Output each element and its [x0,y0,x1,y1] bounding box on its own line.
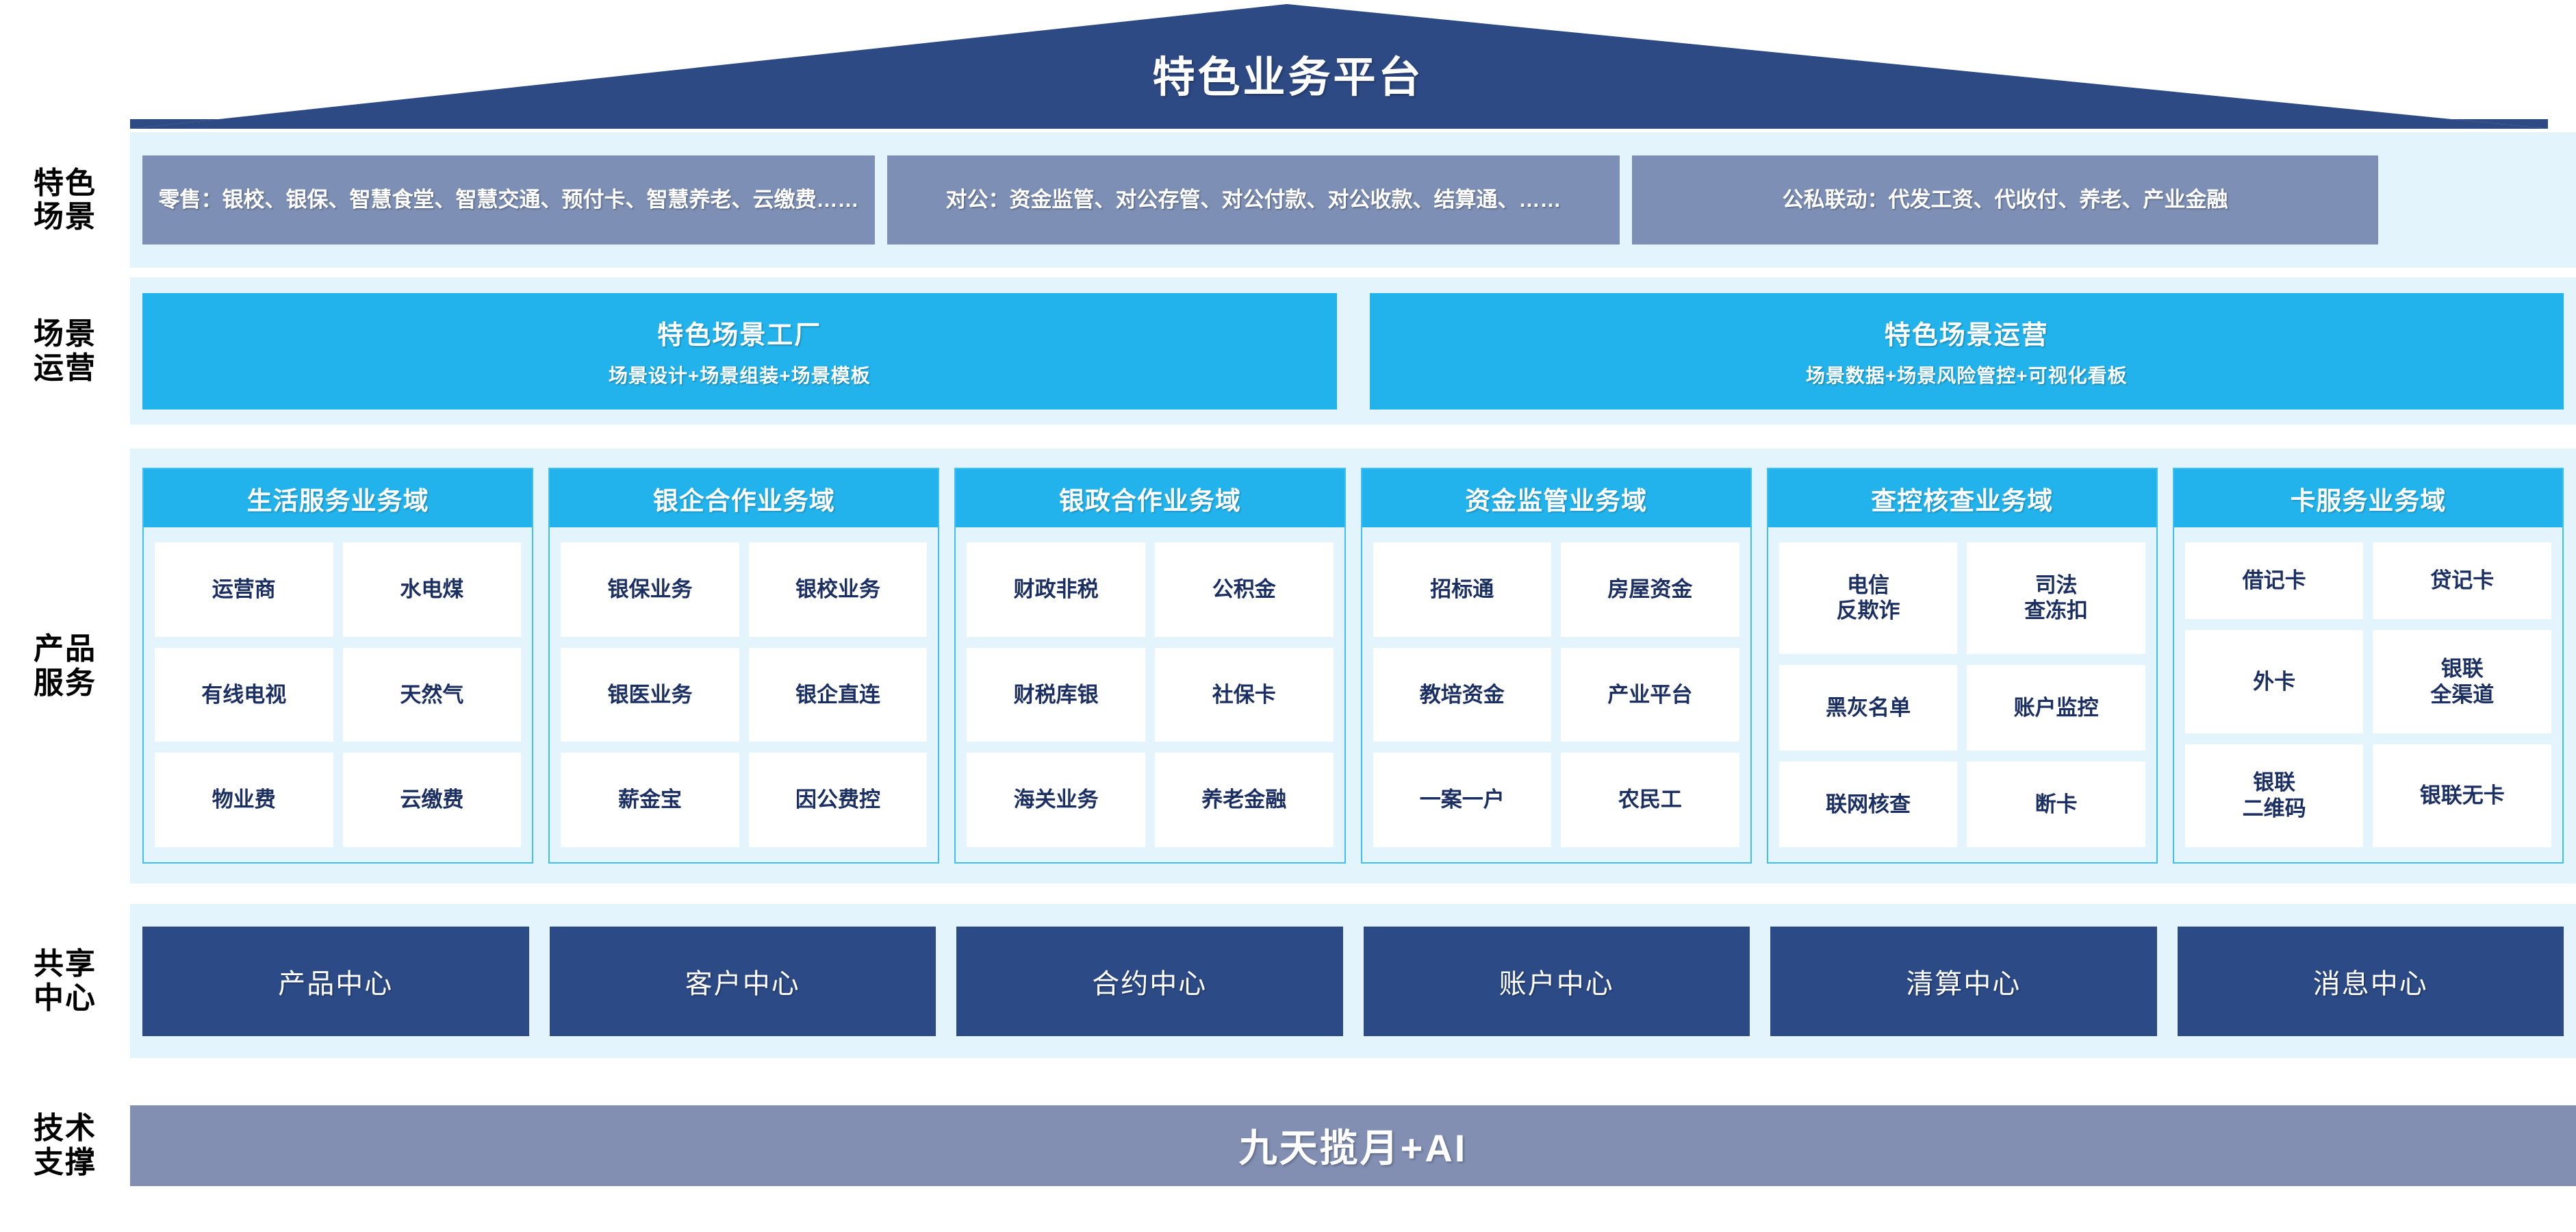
row-label-scenario-line1: 特色 [34,166,97,200]
row-label-tech: 技术 支撑 [0,1089,130,1202]
product-tile[interactable]: 银校业务 [748,542,928,637]
product-tile-grid: 借记卡贷记卡外卡银联全渠道银联二维码银联无卡 [2174,527,2562,862]
operation-band: 特色场景工厂 场景设计+场景组装+场景模板 特色场景运营 场景数据+场景风险管控… [130,277,2576,425]
product-tile-grid: 银保业务银校业务银医业务银企直连薪金宝因公费控 [550,527,938,862]
product-tile[interactable]: 银保业务 [561,542,739,637]
product-tile[interactable]: 电信反欺诈 [1778,542,1958,654]
platform-roof: 特色业务平台 [0,0,2576,130]
product-tile[interactable]: 公积金 [1154,542,1334,637]
product-tile[interactable]: 云缴费 [342,753,522,847]
product-card[interactable]: 查控核查业务域电信反欺诈司法查冻扣黑灰名单账户监控联网核查断卡 [1766,468,2158,864]
product-tile-grid: 招标通房屋资金教培资金产业平台一案一户农民工 [1362,527,1750,862]
shared-center-box[interactable]: 清算中心 [1770,926,2157,1036]
row-label-shared: 共享 中心 [0,904,130,1058]
product-tile[interactable]: 产业平台 [1561,647,1739,742]
product-card-title: 卡服务业务域 [2173,469,2563,527]
product-card-title: 资金监管业务域 [1362,469,1750,527]
tech-band: 九天揽月+AI [130,1089,2576,1202]
roof-shape [130,4,2548,129]
product-card[interactable]: 银政合作业务域财政非税公积金财税库银社保卡海关业务养老金融 [954,468,1346,864]
product-card-title: 生活服务业务域 [144,469,533,527]
product-tile[interactable]: 断卡 [1967,761,2145,847]
product-tile[interactable]: 银医业务 [561,647,739,742]
product-tile[interactable]: 黑灰名单 [1778,664,1958,751]
row-label-operation-line2: 运营 [34,351,97,385]
row-label-tech-line2: 支撑 [34,1145,97,1179]
product-tile[interactable]: 招标通 [1373,542,1552,637]
product-tile[interactable]: 贷记卡 [2373,542,2552,620]
product-tile[interactable]: 房屋资金 [1561,542,1739,637]
product-tile[interactable]: 财税库银 [967,647,1145,742]
shared-center-box[interactable]: 合约中心 [956,926,1343,1036]
product-card-title: 银企合作业务域 [550,469,939,527]
row-label-operation: 场景 运营 [0,277,130,425]
row-label-shared-line1: 共享 [34,947,97,981]
row-operation: 场景 运营 特色场景工厂 场景设计+场景组装+场景模板 特色场景运营 场景数据+… [0,277,2576,425]
row-label-scenario: 特色 场景 [0,132,130,268]
operation-title-scene-operation: 特色场景运营 [1884,321,2049,350]
row-tech: 技术 支撑 九天揽月+AI [0,1089,2576,1202]
product-tile[interactable]: 一案一户 [1373,753,1552,847]
product-tile[interactable]: 水电煤 [342,542,522,637]
product-tile-grid: 运营商水电煤有线电视天然气物业费云缴费 [144,527,532,862]
product-card-title: 银政合作业务域 [956,469,1344,527]
product-tile[interactable]: 银企直连 [748,647,928,742]
product-tile[interactable]: 农民工 [1561,753,1739,847]
product-tile[interactable]: 司法查冻扣 [1967,542,2145,654]
product-tile[interactable]: 物业费 [155,753,333,847]
shared-band: 产品中心客户中心合约中心账户中心清算中心消息中心 [130,904,2576,1058]
operation-box-scene-operation[interactable]: 特色场景运营 场景数据+场景风险管控+可视化看板 [1369,292,2564,410]
row-label-shared-line2: 中心 [34,981,97,1015]
product-tile[interactable]: 运营商 [155,542,333,637]
product-tile-grid: 电信反欺诈司法查冻扣黑灰名单账户监控联网核查断卡 [1768,527,2156,862]
scenario-band: 零售：银校、银保、智慧食堂、智慧交通、预付卡、智慧养老、云缴费…… 对公：资金监… [130,132,2576,268]
product-tile[interactable]: 银联无卡 [2373,744,2552,847]
product-card-title: 查控核查业务域 [1768,469,2156,527]
row-scenario: 特色 场景 零售：银校、银保、智慧食堂、智慧交通、预付卡、智慧养老、云缴费…… … [0,132,2576,268]
row-shared: 共享 中心 产品中心客户中心合约中心账户中心清算中心消息中心 [0,904,2576,1058]
product-tile[interactable]: 社保卡 [1154,647,1334,742]
product-tile[interactable]: 教培资金 [1373,647,1552,742]
product-tile[interactable]: 有线电视 [155,647,333,742]
product-tile[interactable]: 银联二维码 [2184,744,2364,847]
operation-subtitle-scene-factory: 场景设计+场景组装+场景模板 [608,365,871,386]
shared-center-box[interactable]: 消息中心 [2177,926,2564,1036]
operation-box-scene-factory[interactable]: 特色场景工厂 场景设计+场景组装+场景模板 [142,292,1337,410]
product-card[interactable]: 卡服务业务域借记卡贷记卡外卡银联全渠道银联二维码银联无卡 [2172,468,2564,864]
product-tile[interactable]: 薪金宝 [561,753,739,847]
scenario-box-linkage[interactable]: 公私联动：代发工资、代收付、养老、产业金融 [1632,155,2378,244]
product-tile[interactable]: 养老金融 [1154,753,1334,847]
roof-triangle [130,4,2548,129]
product-tile[interactable]: 财政非税 [967,542,1145,637]
product-tile[interactable]: 天然气 [342,647,522,742]
row-label-product-line2: 服务 [34,666,97,700]
product-card[interactable]: 银企合作业务域银保业务银校业务银医业务银企直连薪金宝因公费控 [548,468,940,864]
row-label-product-line1: 产品 [34,632,97,666]
tech-support-banner[interactable]: 九天揽月+AI [130,1105,2576,1186]
product-tile[interactable]: 海关业务 [967,753,1145,847]
page-title: 特色业务平台 [1152,54,1424,101]
product-card[interactable]: 生活服务业务域运营商水电煤有线电视天然气物业费云缴费 [142,468,534,864]
shared-center-box[interactable]: 账户中心 [1363,926,1750,1036]
row-product: 产品 服务 生活服务业务域运营商水电煤有线电视天然气物业费云缴费银企合作业务域银… [0,449,2576,883]
product-tile[interactable]: 因公费控 [748,753,928,847]
row-label-tech-line1: 技术 [34,1111,97,1146]
product-card[interactable]: 资金监管业务域招标通房屋资金教培资金产业平台一案一户农民工 [1360,468,1752,864]
product-band: 生活服务业务域运营商水电煤有线电视天然气物业费云缴费银企合作业务域银保业务银校业… [130,449,2576,883]
shared-center-box[interactable]: 客户中心 [549,926,936,1036]
product-tile[interactable]: 借记卡 [2184,542,2364,620]
shared-center-box[interactable]: 产品中心 [142,926,529,1036]
product-tile[interactable]: 联网核查 [1778,761,1958,847]
operation-title-scene-factory: 特色场景工厂 [657,321,822,350]
product-tile-grid: 财政非税公积金财税库银社保卡海关业务养老金融 [956,527,1344,862]
scenario-box-retail[interactable]: 零售：银校、银保、智慧食堂、智慧交通、预付卡、智慧养老、云缴费…… [142,155,875,244]
scenario-box-corporate[interactable]: 对公：资金监管、对公存管、对公付款、对公收款、结算通、…… [887,155,1620,244]
operation-subtitle-scene-operation: 场景数据+场景风险管控+可视化看板 [1805,365,2128,386]
row-label-product: 产品 服务 [0,449,130,883]
product-tile[interactable]: 银联全渠道 [2373,630,2552,733]
product-tile[interactable]: 账户监控 [1967,664,2145,751]
product-tile[interactable]: 外卡 [2184,630,2364,733]
row-label-operation-line1: 场景 [34,317,97,351]
row-label-scenario-line2: 场景 [34,200,97,234]
